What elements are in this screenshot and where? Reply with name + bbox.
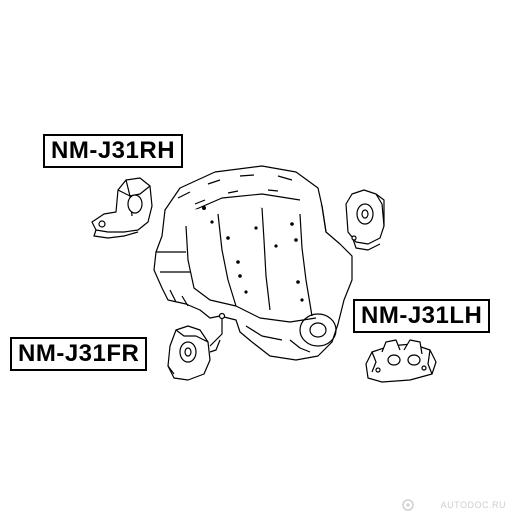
mount-fr [167, 312, 226, 381]
mount-rh [91, 177, 153, 239]
engine-block [153, 165, 353, 361]
part-label-lh: NM-J31LH [353, 299, 491, 333]
mount-upper-right [345, 189, 385, 251]
watermark-text: AUTODOC.RU [440, 500, 506, 510]
part-label-fr: NM-J31FR [10, 337, 148, 371]
mount-lh [365, 339, 437, 383]
part-label-rh: NM-J31RH [43, 134, 184, 168]
watermark-logo-icon [402, 499, 414, 511]
